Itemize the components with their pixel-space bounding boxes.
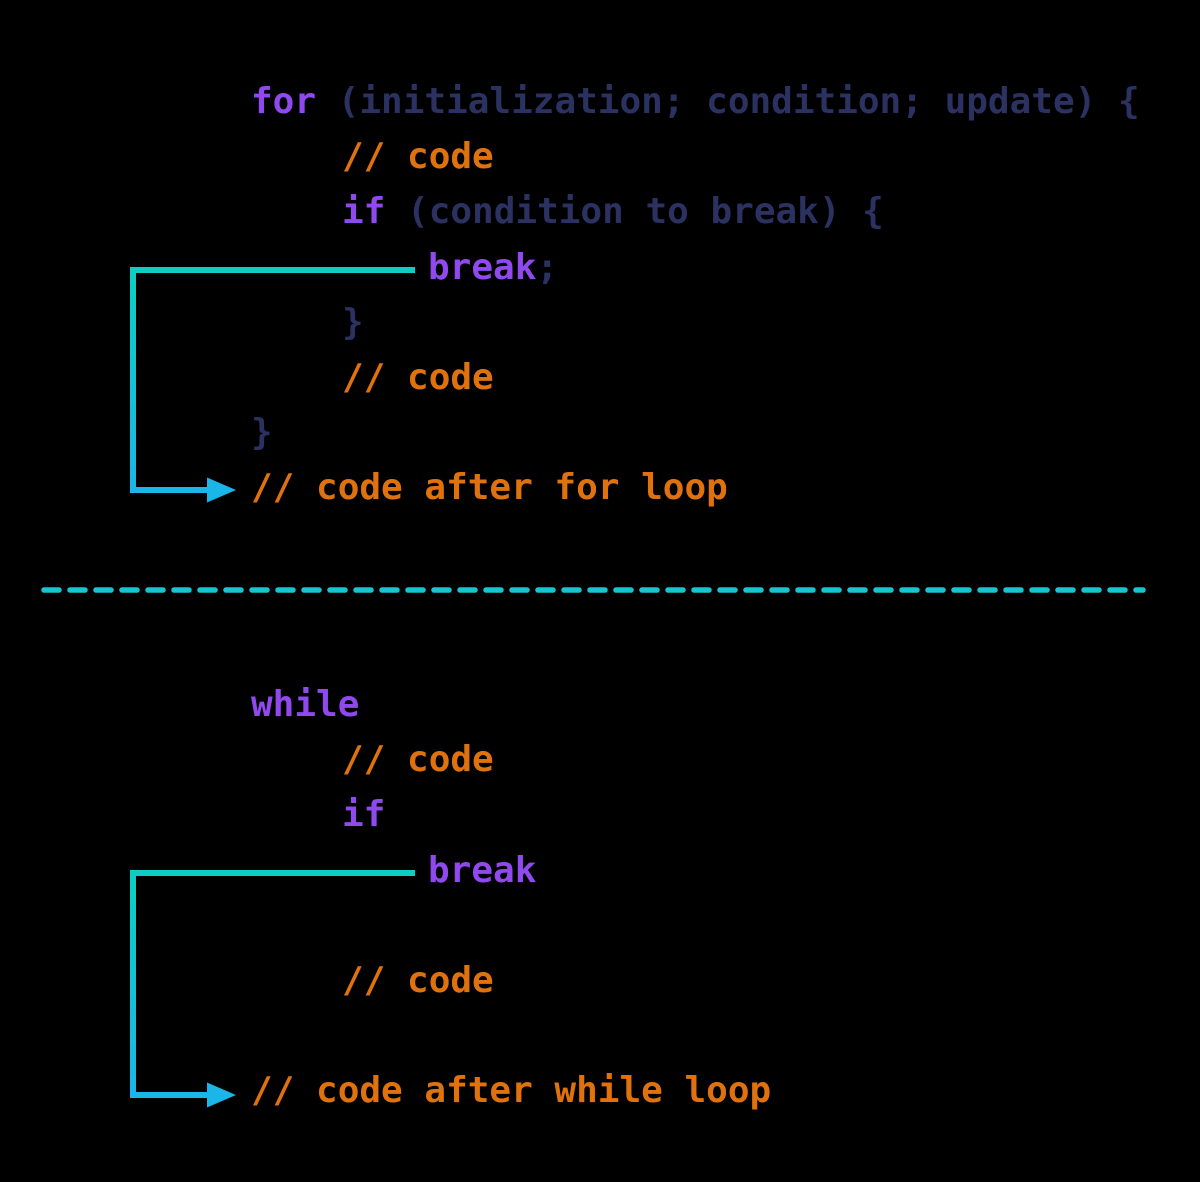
- for-break-arrow-line: [130, 267, 415, 493]
- code-line: for (initialization; condition; update) …: [0, 74, 1200, 129]
- code-line: // code: [0, 953, 1200, 1008]
- code-line: break: [0, 843, 1200, 898]
- code-token-keyword: if: [342, 191, 386, 233]
- code-token-code: }: [342, 301, 364, 343]
- code-token-code: (condition to break) {: [385, 191, 884, 233]
- for-break-flow-arrow: [130, 267, 415, 503]
- code-line: if: [0, 787, 1200, 842]
- code-token-comment: // code: [342, 739, 494, 781]
- code-line: break;: [0, 240, 1200, 295]
- code-token-keyword: if: [342, 794, 386, 836]
- for-break-arrowhead-icon: [207, 477, 236, 503]
- code-line: // code: [0, 129, 1200, 184]
- while-break-arrow-line: [130, 870, 415, 1098]
- code-token-comment: // code after for loop: [251, 467, 728, 509]
- while-break-flow-arrow: [130, 870, 415, 1108]
- code-token-code: ;: [536, 246, 559, 288]
- code-token-keyword: break: [428, 849, 537, 891]
- code-token-comment: // code: [342, 959, 494, 1001]
- code-token-comment: // code: [342, 356, 494, 398]
- code-line: // code after for loop: [0, 460, 1200, 515]
- code-token-code: }: [251, 412, 273, 454]
- code-token-keyword: for: [251, 81, 317, 122]
- code-token-comment: // code: [342, 136, 494, 178]
- code-line: // code: [0, 732, 1200, 787]
- code-line: while: [0, 677, 1200, 732]
- code-token-code: (initialization; condition; update) {: [316, 81, 1140, 122]
- code-token-keyword: while: [251, 684, 360, 725]
- code-line: // code after while loop: [0, 1063, 1200, 1118]
- for-loop-code-block: for (initialization; condition; update) …: [0, 74, 1200, 516]
- code-line: // code: [0, 350, 1200, 405]
- code-token-keyword: break: [428, 246, 537, 288]
- while-break-arrowhead-icon: [207, 1082, 236, 1108]
- code-line: }: [0, 405, 1200, 460]
- code-token-comment: // code after while loop: [251, 1070, 772, 1112]
- code-line: if (condition to break) {: [0, 184, 1200, 239]
- code-line: }: [0, 295, 1200, 350]
- code-line: [0, 898, 1200, 953]
- code-line: [0, 1008, 1200, 1063]
